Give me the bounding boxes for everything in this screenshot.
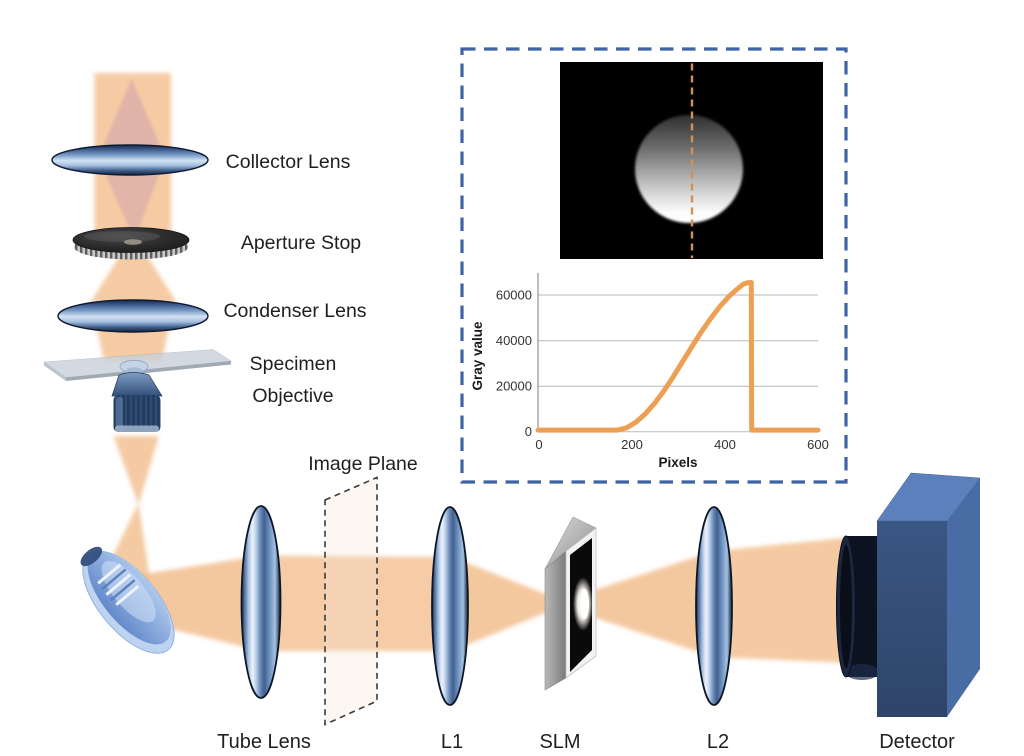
detector-box-side — [947, 478, 980, 717]
lens-l2 — [695, 506, 733, 706]
gradient-disk — [635, 115, 743, 223]
slm — [544, 516, 597, 691]
tube-lens — [240, 505, 282, 699]
label-condenser-lens: Condenser Lens — [223, 300, 366, 322]
objective — [111, 372, 163, 432]
label-slm: SLM — [539, 731, 580, 753]
collector-lens — [51, 144, 209, 176]
lens-l1 — [431, 506, 469, 706]
y-axis-label: Gray value — [470, 321, 485, 391]
xtick-600: 600 — [807, 437, 829, 452]
inset-dashed-border — [460, 47, 848, 484]
mirror-grating-stripes — [97, 563, 140, 606]
xtick-400: 400 — [714, 437, 736, 452]
label-collector-lens: Collector Lens — [226, 151, 351, 173]
label-objective: Objective — [252, 385, 333, 407]
label-specimen: Specimen — [250, 353, 337, 375]
detector-box-front — [877, 521, 947, 717]
condenser-lens — [57, 299, 209, 333]
inset-slm-pattern-image — [560, 62, 823, 259]
chart-gridlines — [538, 294, 818, 387]
y-tick-labels: 0 20000 40000 60000 — [496, 288, 532, 440]
intensity-curve — [535, 280, 821, 433]
inset-intensity-chart: 0 20000 40000 60000 0 200 400 600 Gray v… — [470, 273, 829, 470]
ytick-40000: 40000 — [496, 333, 532, 348]
xtick-200: 200 — [621, 437, 643, 452]
ytick-60000: 60000 — [496, 288, 532, 303]
label-l2: L2 — [707, 731, 729, 753]
label-detector: Detector — [879, 731, 955, 753]
label-aperture-stop: Aperture Stop — [241, 232, 361, 254]
image-plane — [324, 476, 378, 726]
illumination-beam — [90, 73, 849, 663]
ytick-0: 0 — [525, 424, 532, 439]
fold-mirror — [80, 546, 175, 654]
aperture-stop — [72, 227, 190, 260]
ytick-20000: 20000 — [496, 379, 532, 394]
inset-panel: 0 20000 40000 60000 0 200 400 600 Gray v… — [460, 47, 848, 484]
x-tick-labels: 0 200 400 600 — [535, 437, 828, 452]
xtick-0: 0 — [535, 437, 542, 452]
label-tube-lens: Tube Lens — [217, 731, 311, 753]
component-labels: Collector Lens Aperture Stop Condenser L… — [217, 151, 955, 753]
label-l1: L1 — [441, 731, 463, 753]
x-axis-label: Pixels — [658, 455, 697, 470]
detector — [836, 472, 981, 717]
condensed-beam-pink — [100, 79, 163, 240]
label-image-plane: Image Plane — [308, 453, 418, 475]
